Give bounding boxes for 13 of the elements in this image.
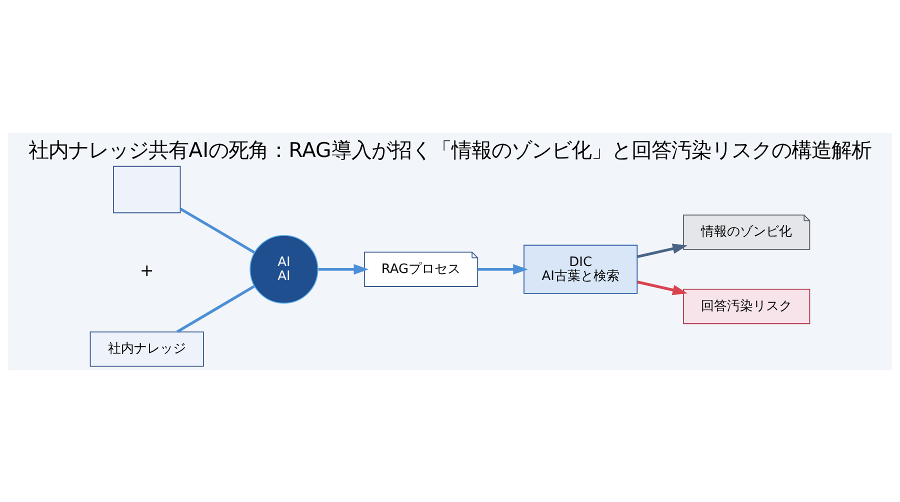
connector <box>180 207 255 254</box>
connector <box>176 284 255 333</box>
node-box: DIC AI古葉と検索 <box>524 244 638 294</box>
arrow <box>637 280 688 295</box>
node-box: 社内ナレッジ <box>90 331 204 366</box>
node-box: 回答汚染リスク <box>683 288 810 324</box>
node-box <box>113 165 181 213</box>
diagram-title: 社内ナレッジ共有AIの死角：RAG導入が招く「情報のゾンビ化」と回答汚染リスクの構造解析 <box>28 137 872 162</box>
arrow <box>478 264 528 274</box>
arrow <box>318 264 369 274</box>
label: + <box>140 260 154 280</box>
node-circle: AI AI <box>250 234 318 304</box>
arrow <box>637 243 688 258</box>
